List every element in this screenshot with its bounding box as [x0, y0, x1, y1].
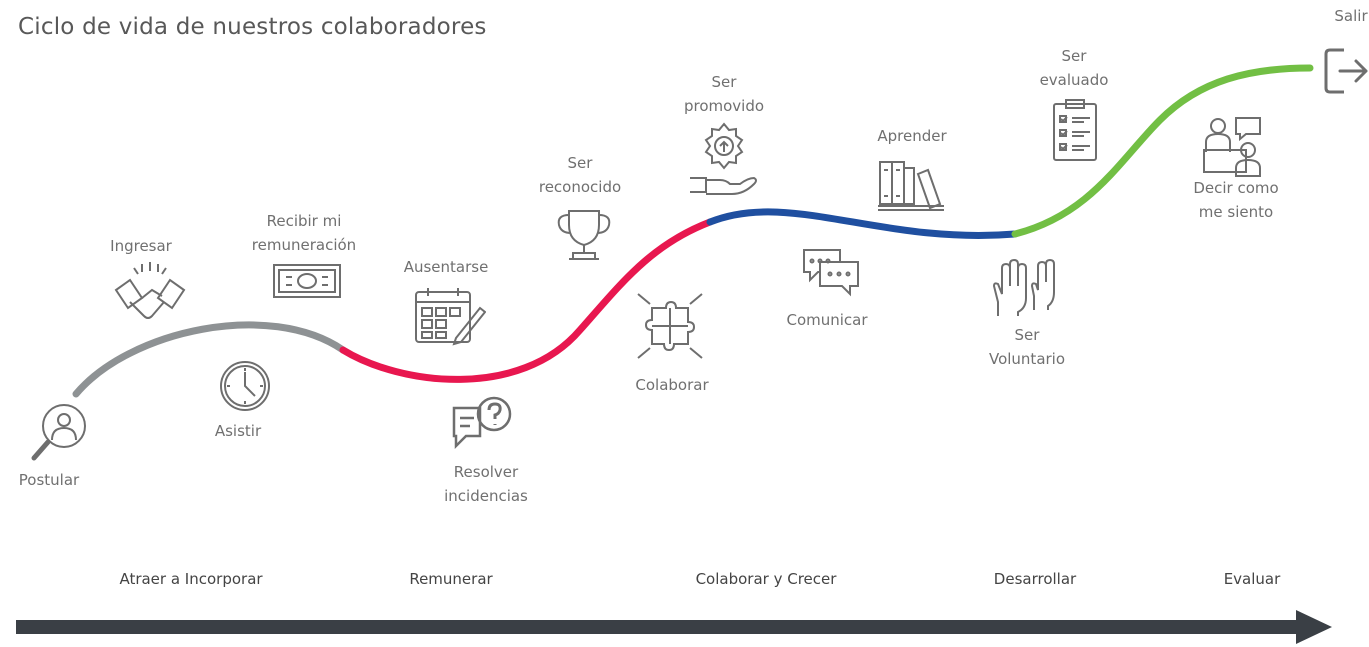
label-salir: Salir — [1334, 7, 1368, 25]
label-ingresar: Ingresar — [110, 237, 172, 255]
money-bill-icon — [272, 263, 342, 299]
label-colaborar: Colaborar — [635, 376, 709, 394]
stage-atraer: Atraer a Incorporar — [119, 570, 263, 588]
timeline-arrow — [16, 610, 1332, 644]
label-aprender: Aprender — [877, 127, 947, 145]
raised-hands-icon — [990, 258, 1060, 318]
candidate-search-icon — [28, 400, 90, 466]
label-ausentarse: Ausentarse — [403, 258, 489, 276]
award-hand-icon — [688, 122, 760, 198]
curve-segment-develop — [1011, 64, 1314, 238]
label-evaluado: Ser evaluado — [1039, 47, 1109, 89]
label-postular: Postular — [18, 471, 80, 489]
page-title: Ciclo de vida de nuestros colaboradores — [18, 14, 487, 40]
curve-segment-grow — [706, 208, 1019, 239]
books-icon — [876, 158, 946, 212]
question-chat-icon — [450, 394, 514, 454]
stage-remunerar: Remunerar — [409, 570, 493, 588]
stage-desarrollar: Desarrollar — [993, 570, 1077, 588]
calendar-icon — [414, 286, 486, 346]
stage-evaluar: Evaluar — [1223, 570, 1281, 588]
handshake-icon — [112, 262, 188, 328]
clock-icon — [218, 358, 272, 414]
label-reconocido: Ser reconocido — [538, 154, 622, 196]
label-voluntario: Ser Voluntario — [988, 326, 1066, 368]
label-asistir: Asistir — [214, 422, 262, 440]
checklist-clipboard-icon — [1050, 96, 1100, 164]
stage-colaborar: Colaborar y Crecer — [695, 570, 837, 588]
puzzle-hands-icon — [634, 290, 706, 362]
chat-bubbles-icon — [800, 246, 862, 300]
label-comunicar: Comunicar — [786, 311, 868, 329]
curve-segment-remunerate — [339, 218, 714, 383]
label-recibir: Recibir mi remuneración — [251, 212, 357, 254]
label-decir: Decir como me siento — [1193, 179, 1279, 221]
label-resolver: Resolver incidencias — [444, 463, 528, 505]
label-promovido: Ser promovido — [683, 73, 765, 115]
exit-icon — [1322, 46, 1369, 96]
curve-segment-attract — [72, 321, 347, 398]
interview-icon — [1200, 114, 1266, 178]
trophy-icon — [555, 207, 613, 265]
